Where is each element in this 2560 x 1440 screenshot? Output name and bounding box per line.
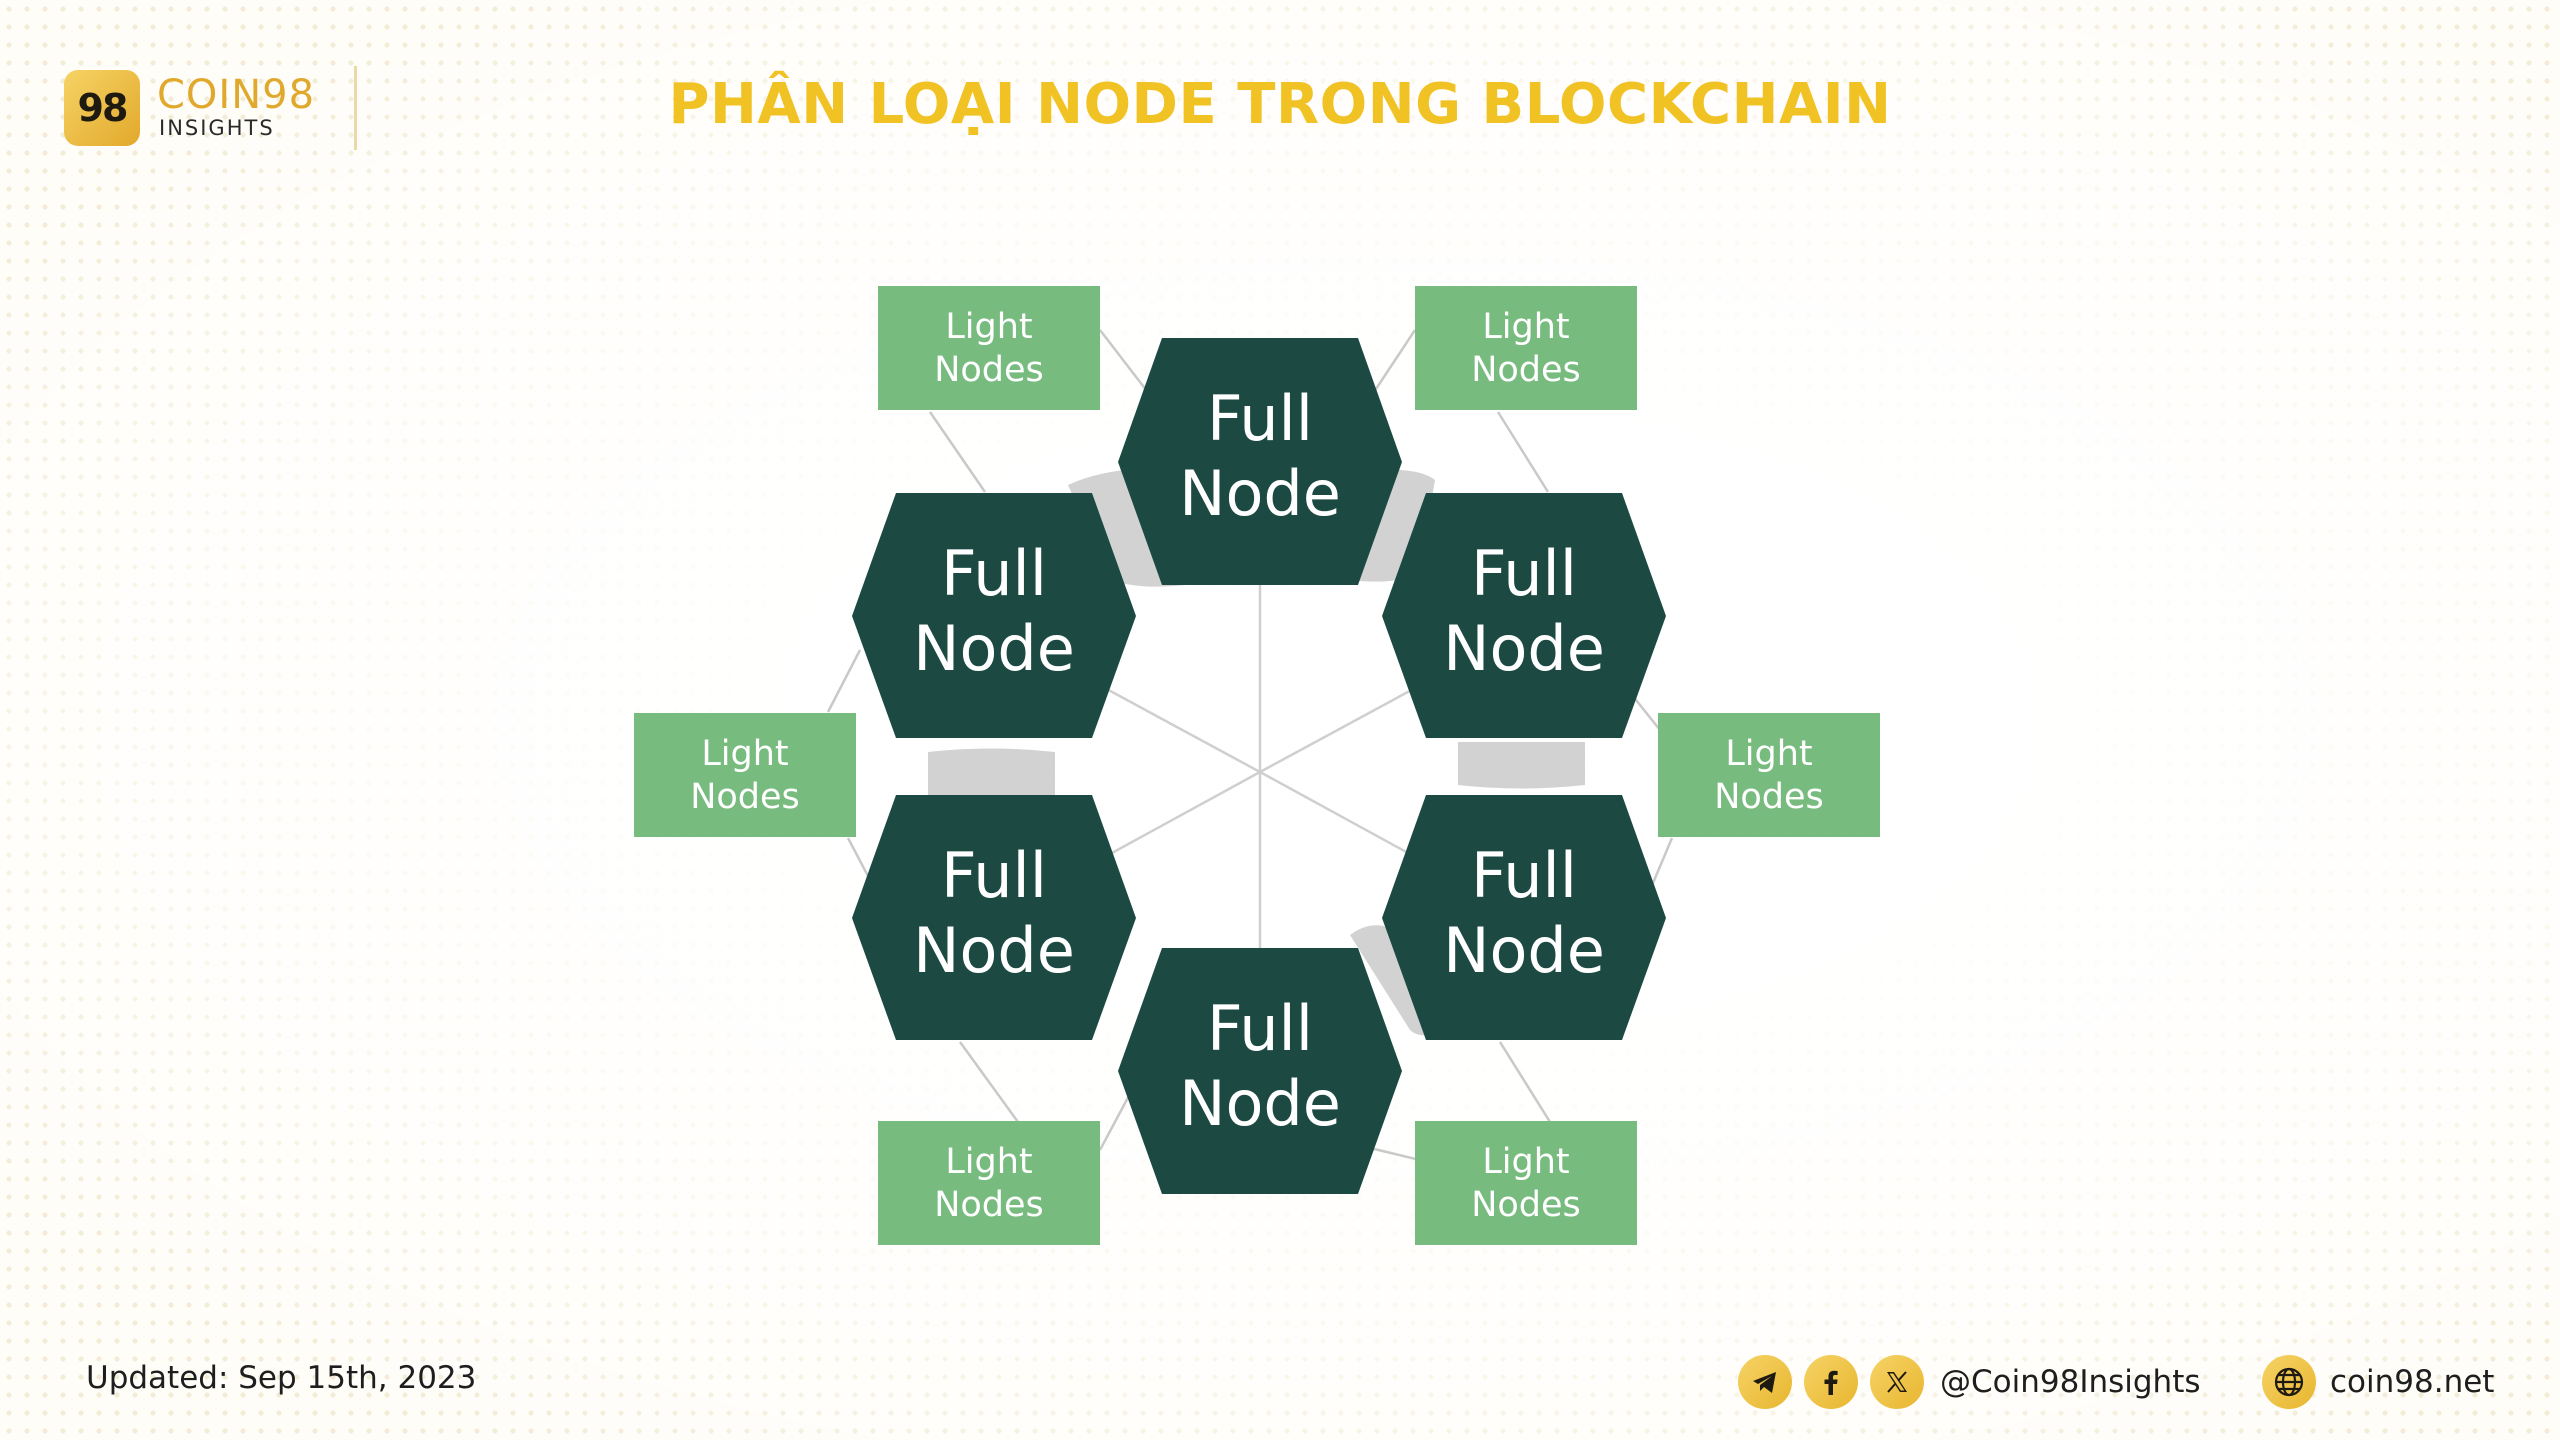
light-node-box xyxy=(1658,713,1880,837)
full-node-hex xyxy=(1118,338,1402,585)
light-node-box xyxy=(1415,286,1637,410)
connector-left xyxy=(928,748,1055,795)
light-node-label-2: Nodes xyxy=(690,777,800,817)
full-node-label-2: Node xyxy=(1443,612,1605,685)
light-node-label-1: Light xyxy=(1725,734,1812,774)
light-node-box xyxy=(634,713,856,837)
light-node-box xyxy=(878,286,1100,410)
connector-right xyxy=(1458,742,1585,789)
full-node-upper-left: Full Node xyxy=(852,493,1136,738)
full-node-hex xyxy=(1382,795,1666,1040)
spoke-upper-right xyxy=(1259,678,1431,774)
spoke-upper-left xyxy=(1089,678,1261,774)
updated-date: Updated: Sep 15th, 2023 xyxy=(86,1360,477,1396)
link-tr-1 xyxy=(1370,329,1417,396)
social-links: @Coin98Insights xyxy=(1738,1354,2201,1410)
globe-icon xyxy=(2262,1355,2316,1409)
light-node-bottom-left: Light Nodes xyxy=(878,1121,1100,1245)
light-node-top-right: Light Nodes xyxy=(1415,286,1637,410)
light-node-top-left: Light Nodes xyxy=(878,286,1100,410)
link-bl-2 xyxy=(1098,1089,1134,1151)
light-node-box xyxy=(878,1121,1100,1245)
full-node-label-2: Node xyxy=(1179,457,1341,530)
link-br-2 xyxy=(1369,1146,1421,1162)
light-node-bottom-right: Light Nodes xyxy=(1415,1121,1637,1245)
full-node-hex xyxy=(852,795,1136,1040)
full-node-lower-right: Full Node xyxy=(1382,795,1666,1040)
telegram-icon[interactable] xyxy=(1738,1355,1792,1409)
full-node-label-2: Node xyxy=(1179,1067,1341,1140)
page-title: PHÂN LOẠI NODE TRONG BLOCKCHAIN xyxy=(668,72,1892,137)
header-divider xyxy=(354,66,357,150)
link-l-1 xyxy=(826,649,862,713)
full-node-label-2: Node xyxy=(913,612,1075,685)
light-node-label-2: Nodes xyxy=(934,350,1044,390)
header: 98 COIN98 INSIGHTS PHÂN LOẠI NODE TRONG … xyxy=(0,0,2560,190)
full-node-label-1: Full xyxy=(941,537,1047,610)
link-tl-2 xyxy=(928,411,987,493)
full-node-hex xyxy=(1382,493,1666,738)
light-node-label-2: Nodes xyxy=(1471,350,1581,390)
spoke-lower-right xyxy=(1259,770,1431,867)
light-node-label-1: Light xyxy=(945,307,1032,347)
link-br-1 xyxy=(1498,1041,1552,1123)
light-node-right: Light Nodes xyxy=(1658,713,1880,837)
full-node-lower-left: Full Node xyxy=(852,795,1136,1040)
full-node-label-1: Full xyxy=(1207,992,1313,1065)
light-node-label-2: Nodes xyxy=(934,1185,1044,1225)
full-node-label-1: Full xyxy=(1471,537,1577,610)
full-node-bottom: Full Node xyxy=(1118,948,1402,1194)
website-url[interactable]: coin98.net xyxy=(2330,1364,2495,1400)
full-node-upper-right: Full Node xyxy=(1382,493,1666,738)
full-node-label-1: Full xyxy=(941,839,1047,912)
full-node-label-1: Full xyxy=(1471,839,1577,912)
full-node-label-1: Full xyxy=(1207,382,1313,455)
link-tl-1 xyxy=(1099,329,1151,396)
link-r-1 xyxy=(1631,694,1661,731)
full-node-top: Full Node xyxy=(1118,338,1402,585)
light-node-label-1: Light xyxy=(945,1142,1032,1182)
spoke-lines xyxy=(1089,580,1431,960)
link-bl-1 xyxy=(958,1041,1020,1123)
full-node-hex xyxy=(852,493,1136,738)
brand-subtitle: INSIGHTS xyxy=(159,116,275,140)
facebook-icon[interactable] xyxy=(1804,1355,1858,1409)
light-node-box xyxy=(1415,1121,1637,1245)
social-handle[interactable]: @Coin98Insights xyxy=(1940,1364,2201,1400)
light-node-label-1: Light xyxy=(1482,1142,1569,1182)
light-node-label-1: Light xyxy=(1482,307,1569,347)
full-node-label-2: Node xyxy=(1443,914,1605,987)
full-nodes: Full Node Full Node Full Node Full Node … xyxy=(852,338,1666,1194)
link-tr-2 xyxy=(1496,411,1550,493)
light-node-label-1: Light xyxy=(701,734,788,774)
light-node-left: Light Nodes xyxy=(634,713,856,837)
full-node-label-2: Node xyxy=(913,914,1075,987)
website-link[interactable]: coin98.net xyxy=(2262,1354,2494,1410)
light-nodes: Light Nodes Light Nodes Light Nodes Ligh… xyxy=(634,286,1880,1245)
x-icon[interactable] xyxy=(1870,1355,1924,1409)
light-node-label-2: Nodes xyxy=(1471,1185,1581,1225)
logo-text: 98 xyxy=(77,86,129,130)
coin98-logo-icon: 98 xyxy=(64,70,140,146)
light-node-label-2: Nodes xyxy=(1714,777,1824,817)
spoke-lower-left xyxy=(1089,770,1261,867)
brand-name: COIN98 xyxy=(157,72,316,118)
full-node-hex xyxy=(1118,948,1402,1194)
